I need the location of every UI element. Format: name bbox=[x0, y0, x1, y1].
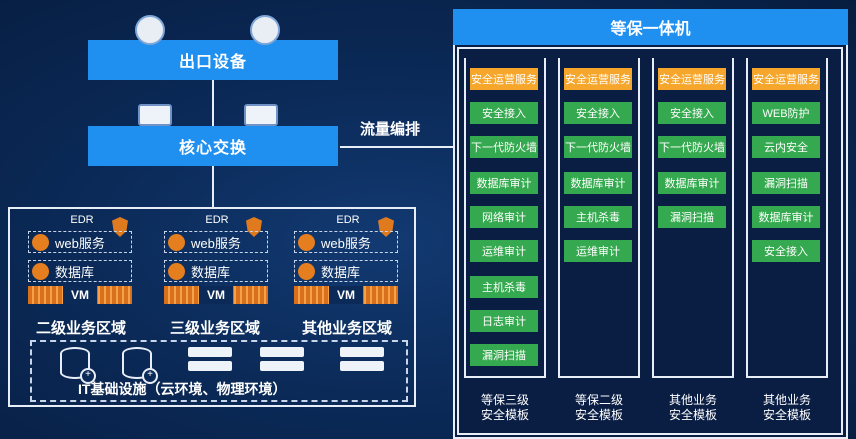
infrastructure-label: IT基础设施（云环境、物理环境） bbox=[78, 381, 287, 397]
template-footer: 等保三级安全模板 bbox=[464, 393, 546, 423]
storage-icon bbox=[122, 347, 152, 379]
ops-service-cell: 安全运营服务 bbox=[658, 68, 726, 90]
module-cell: 安全接入 bbox=[564, 102, 632, 124]
zone-name: 二级业务区域 bbox=[35, 320, 126, 337]
router-icon bbox=[250, 15, 280, 45]
template-footer-line: 等保三级 bbox=[480, 393, 529, 407]
switch-icon bbox=[138, 104, 172, 126]
web-service-row: web服务 bbox=[294, 231, 398, 253]
template-footer: 其他业务安全模板 bbox=[652, 393, 734, 423]
router-icon bbox=[135, 15, 165, 45]
template-footer-line: 安全模板 bbox=[480, 408, 529, 422]
cabinet-inner-frame bbox=[457, 47, 843, 435]
shield-icon bbox=[112, 217, 128, 237]
plus-icon: + bbox=[80, 368, 96, 384]
template-footer-line: 其他业务 bbox=[762, 393, 811, 407]
database-row: 数据库 bbox=[28, 260, 132, 282]
vm-label: VM bbox=[199, 286, 233, 304]
module-cell: 下一代防火墙 bbox=[658, 136, 726, 158]
template-column bbox=[558, 58, 640, 378]
module-cell: 漏洞扫描 bbox=[658, 206, 726, 228]
template-footer-line: 安全模板 bbox=[762, 408, 811, 422]
core-switch-label: 核心交换 bbox=[178, 140, 247, 157]
edr-label: EDR bbox=[205, 214, 229, 226]
database-icon bbox=[298, 263, 315, 280]
egress-device-bar: 出口设备 bbox=[88, 40, 338, 80]
ops-service-cell: 安全运营服务 bbox=[752, 68, 820, 90]
plus-icon: + bbox=[142, 368, 158, 384]
web-service-label: web服务 bbox=[321, 235, 371, 251]
wrench-icon bbox=[168, 234, 185, 251]
zone-name: 其他业务区域 bbox=[301, 320, 392, 337]
template-footer-line: 等保二级 bbox=[574, 393, 623, 407]
module-cell: 安全接入 bbox=[752, 240, 820, 262]
egress-device-label: 出口设备 bbox=[178, 54, 247, 71]
shield-icon bbox=[246, 217, 262, 237]
flow-line bbox=[340, 146, 453, 148]
zone-name: 三级业务区域 bbox=[169, 320, 260, 337]
module-cell: WEB防护 bbox=[752, 102, 820, 124]
module-cell: 下一代防火墙 bbox=[564, 136, 632, 158]
template-column bbox=[746, 58, 828, 378]
vm-label: VM bbox=[63, 286, 97, 304]
database-row: 数据库 bbox=[294, 260, 398, 282]
shield-icon bbox=[378, 217, 394, 237]
web-service-label: web服务 bbox=[191, 235, 241, 251]
database-icon bbox=[168, 263, 185, 280]
core-switch-bar: 核心交换 bbox=[88, 126, 338, 166]
module-cell: 数据库审计 bbox=[470, 172, 538, 194]
module-cell: 下一代防火墙 bbox=[470, 136, 538, 158]
storage-icon bbox=[60, 347, 90, 379]
flow-orchestration-label: 流量编排 bbox=[360, 121, 421, 138]
server-icon bbox=[260, 347, 304, 385]
edr-label: EDR bbox=[70, 214, 94, 226]
template-column bbox=[464, 58, 546, 378]
module-cell: 日志审计 bbox=[470, 310, 538, 332]
module-cell: 主机杀毒 bbox=[564, 206, 632, 228]
ops-service-cell: 安全运营服务 bbox=[470, 68, 538, 90]
vm-label: VM bbox=[329, 286, 363, 304]
module-cell: 安全接入 bbox=[658, 102, 726, 124]
vm-bar: VM bbox=[294, 286, 398, 304]
module-cell: 云内安全 bbox=[752, 136, 820, 158]
web-service-row: web服务 bbox=[28, 231, 132, 253]
template-footer-line: 安全模板 bbox=[668, 408, 717, 422]
database-label: 数据库 bbox=[191, 264, 231, 280]
edr-label: EDR bbox=[336, 214, 360, 226]
vm-bar: VM bbox=[28, 286, 132, 304]
server-icon bbox=[340, 347, 384, 385]
module-cell: 网络审计 bbox=[470, 206, 538, 228]
module-cell: 数据库审计 bbox=[752, 206, 820, 228]
database-label: 数据库 bbox=[55, 264, 95, 280]
switch-icon bbox=[244, 104, 278, 126]
web-service-row: web服务 bbox=[164, 231, 268, 253]
database-icon bbox=[32, 263, 49, 280]
cabinet-title: 等保一体机 bbox=[453, 9, 848, 45]
module-cell: 运维审计 bbox=[564, 240, 632, 262]
template-footer: 其他业务安全模板 bbox=[746, 393, 828, 423]
module-cell: 数据库审计 bbox=[658, 172, 726, 194]
module-cell: 数据库审计 bbox=[564, 172, 632, 194]
template-footer-line: 安全模板 bbox=[574, 408, 623, 422]
cabinet-title-text: 等保一体机 bbox=[610, 21, 691, 38]
server-icon bbox=[188, 347, 232, 385]
business-area-box bbox=[8, 207, 416, 407]
module-cell: 主机杀毒 bbox=[470, 276, 538, 298]
module-cell: 漏洞扫描 bbox=[470, 344, 538, 366]
vm-bar: VM bbox=[164, 286, 268, 304]
module-cell: 漏洞扫描 bbox=[752, 172, 820, 194]
wrench-icon bbox=[298, 234, 315, 251]
ops-service-cell: 安全运营服务 bbox=[564, 68, 632, 90]
template-footer-line: 其他业务 bbox=[668, 393, 717, 407]
web-service-label: web服务 bbox=[55, 235, 105, 251]
module-cell: 安全接入 bbox=[470, 102, 538, 124]
module-cell: 运维审计 bbox=[470, 240, 538, 262]
database-row: 数据库 bbox=[164, 260, 268, 282]
infrastructure-box bbox=[30, 340, 408, 402]
wrench-icon bbox=[32, 234, 49, 251]
template-footer: 等保二级安全模板 bbox=[558, 393, 640, 423]
template-column bbox=[652, 58, 734, 378]
database-label: 数据库 bbox=[321, 264, 361, 280]
